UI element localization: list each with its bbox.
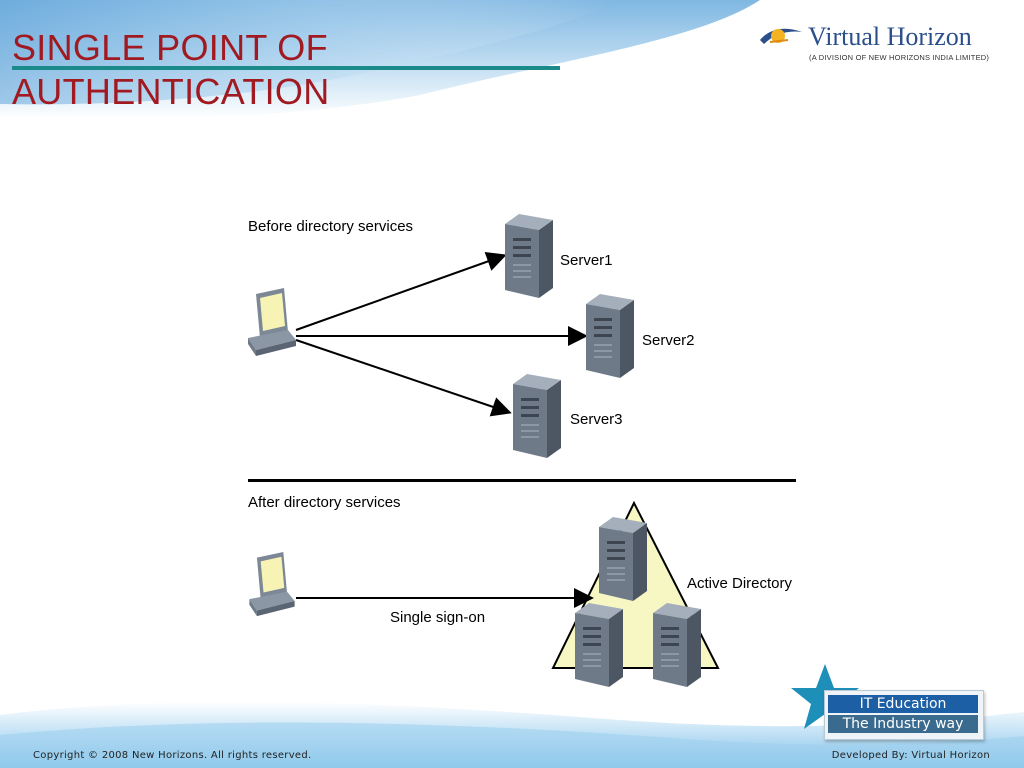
server-icon (653, 603, 701, 687)
server-icon (513, 374, 561, 458)
top-swoosh-highlight (0, 0, 620, 105)
swoosh-star-icon (760, 28, 802, 44)
after-directory-label: After directory services (248, 494, 401, 511)
footer-copyright: Copyright © 2008 New Horizons. All right… (33, 750, 312, 761)
title-underline (12, 66, 560, 70)
arrow-to-server3 (295, 339, 512, 417)
before-directory-label: Before directory services (248, 218, 414, 235)
server-icon (575, 603, 623, 687)
page-title: SINGLE POINT OF AUTHENTICATION (12, 27, 330, 112)
active-directory-label: Active Directory (687, 575, 793, 592)
server3-label: Server3 (570, 411, 623, 428)
workstation-icon (248, 288, 296, 356)
it-education-badge: IT Education The Industry way (824, 690, 984, 740)
badge-line-1: IT Education (828, 695, 978, 713)
badge-line-2: The Industry way (828, 715, 978, 733)
logo-subtitle: (A DIVISION OF NEW HORIZONS INDIA LIMITE… (809, 53, 990, 62)
server1-label: Server1 (560, 252, 613, 269)
single-sign-on-label: Single sign-on (390, 609, 486, 626)
section-divider (248, 479, 796, 482)
server-icon (586, 294, 634, 378)
footer-developed-by: Developed By: Virtual Horizon (831, 750, 990, 761)
workstation-icon (249, 552, 295, 617)
server-icon (599, 517, 647, 601)
server2-label: Server2 (642, 332, 695, 349)
logo-name: Virtual Horizon (808, 22, 972, 51)
bottom-wave-back (0, 722, 1024, 768)
arrow-to-server1 (295, 251, 507, 331)
server-icon (505, 214, 553, 298)
